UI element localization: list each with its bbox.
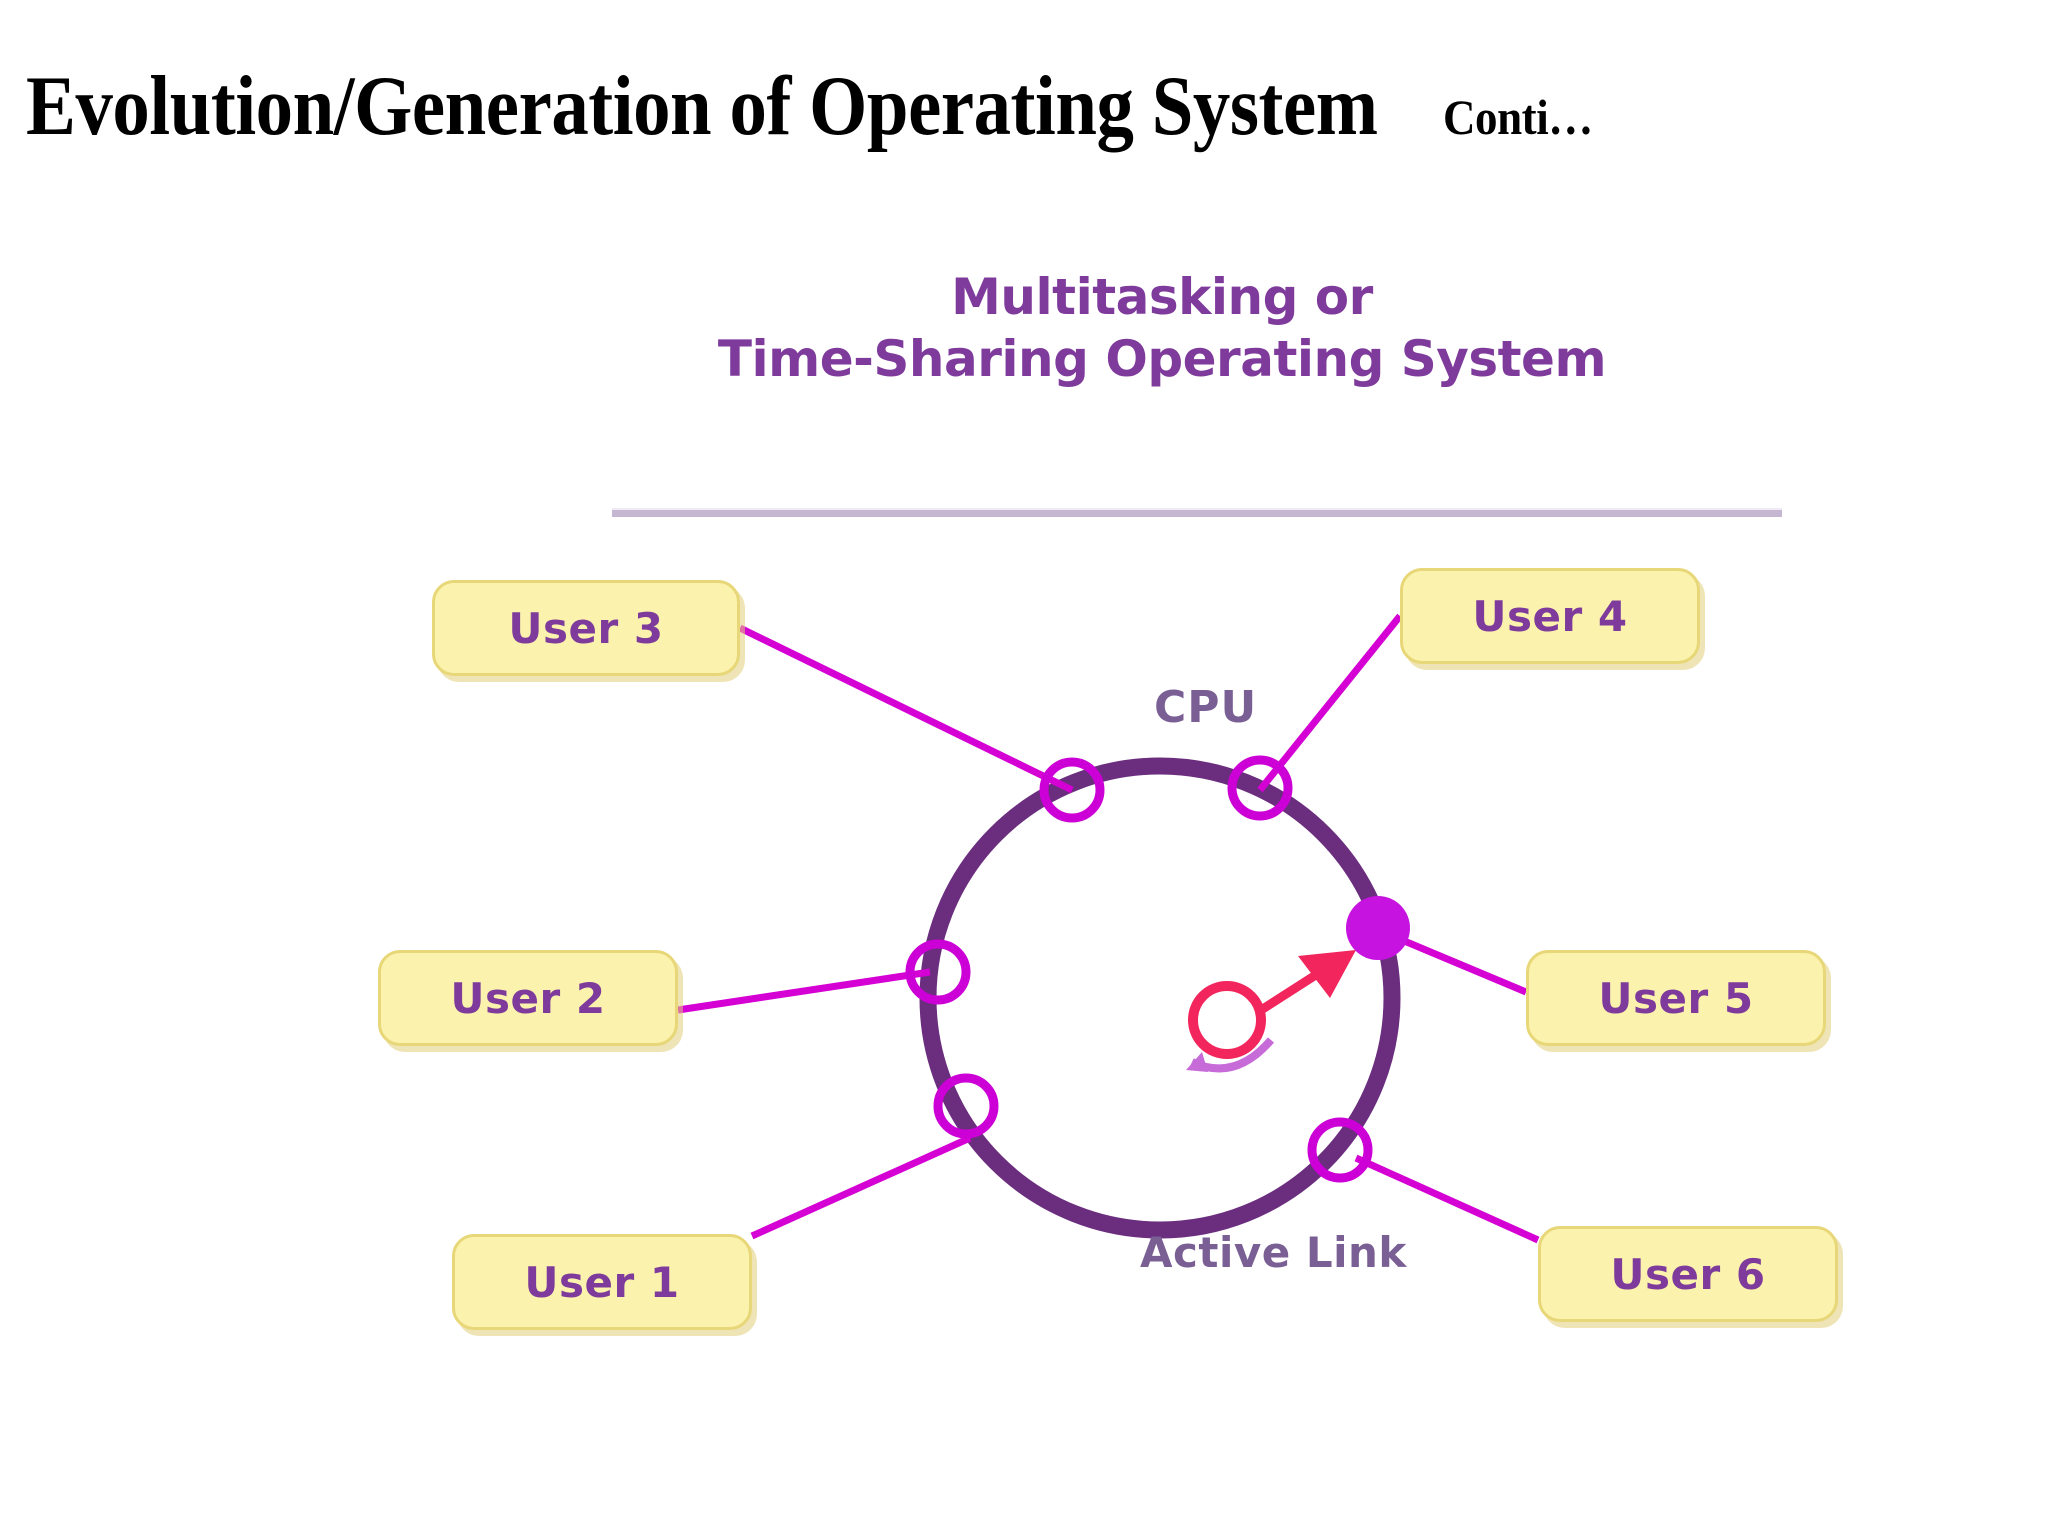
user-box-label: User 5 (1598, 973, 1754, 1023)
active-link-label: Active Link (1140, 1228, 1407, 1277)
cpu-ring (919, 757, 1401, 1239)
ring-node-middle-left (905, 939, 971, 1005)
ring-node-top-left (1039, 757, 1105, 823)
user-box-label: User 2 (450, 973, 606, 1023)
user-box-user-4[interactable]: User 4 (1400, 568, 1700, 664)
link-user3 (738, 624, 1074, 794)
active-link-node (1346, 896, 1410, 960)
ring-node-bottom-right (1307, 1117, 1373, 1183)
page-title-main: Evolution/Generation of Operating System (26, 59, 1378, 153)
user-box-label: User 4 (1472, 591, 1628, 641)
diagram-heading-line-2: Time-Sharing Operating System (717, 330, 1607, 388)
user-box-label: User 6 (1610, 1249, 1766, 1299)
user-box-user-6[interactable]: User 6 (1538, 1226, 1838, 1322)
diagram-heading-line-1: Multitasking or (951, 268, 1373, 326)
diagram-connections (677, 613, 1540, 1244)
link-user2 (677, 968, 931, 1014)
page-title-continuation: Conti… (1443, 89, 1594, 145)
user-box-user-3[interactable]: User 3 (432, 580, 740, 676)
user-box-label: User 3 (508, 603, 664, 653)
user-box-label: User 1 (524, 1257, 680, 1307)
link-user1 (750, 1134, 972, 1240)
diagram-heading-divider (612, 508, 1782, 517)
cpu-swoosh-arrowhead (1186, 1052, 1208, 1072)
user-box-user-1[interactable]: User 1 (452, 1234, 752, 1330)
user-box-user-5[interactable]: User 5 (1526, 950, 1826, 1046)
link-user4 (1257, 613, 1403, 793)
link-user6 (1354, 1154, 1540, 1244)
user-box-user-2[interactable]: User 2 (378, 950, 678, 1046)
ring-node-bottom-left (933, 1073, 999, 1139)
cpu-label: CPU (1154, 682, 1258, 733)
page-title: Evolution/Generation of Operating System… (26, 52, 2016, 162)
ring-node-top-right (1227, 755, 1293, 821)
cpu-process-circle (1188, 981, 1266, 1059)
multitasking-diagram: Multitasking or Time-Sharing Operating S… (330, 250, 1950, 1380)
cpu-dispatch-arrowhead (1298, 950, 1356, 998)
